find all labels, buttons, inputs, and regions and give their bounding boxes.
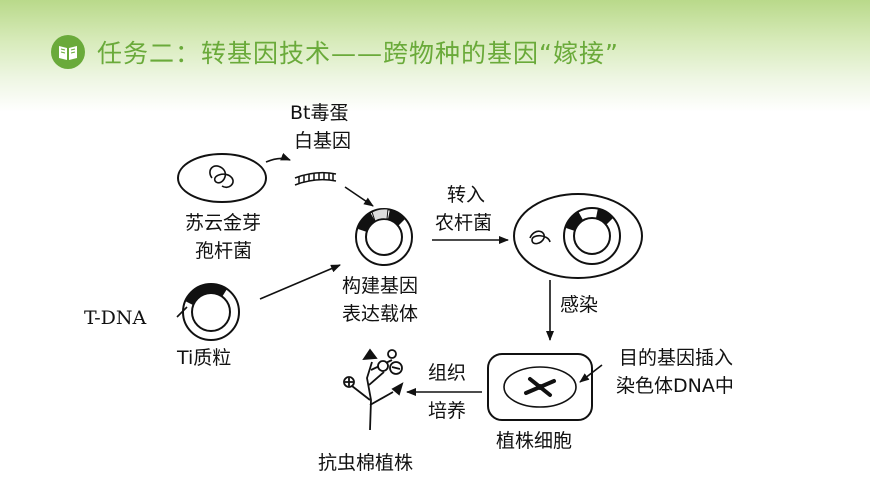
arrow-insertion-pointer [579, 364, 603, 383]
label-bacillus-2: 孢杆菌 [195, 240, 253, 262]
plant-cell-icon [487, 353, 593, 421]
label-tissue-culture-1: 组织 [428, 362, 467, 384]
label-bt-gene-1: Bt毒蛋 [290, 102, 349, 124]
ti-plasmid-icon [182, 283, 240, 341]
label-build-vector-1: 构建基因 [342, 275, 419, 297]
bt-gene-fragment-icon [294, 171, 337, 186]
label-gene-insert-2: 染色体DNA中 [616, 375, 734, 397]
arrow-gene-to-vector [344, 186, 374, 207]
label-transfer-2: 农杆菌 [435, 212, 493, 234]
label-gene-insert-1: 目的基因插入 [619, 347, 734, 369]
label-bacillus-1: 苏云金芽 [185, 212, 262, 234]
bacillus-cell-icon [177, 153, 267, 203]
t-dna-pointer-line [176, 306, 188, 318]
label-ti-plasmid: Ti质粒 [177, 347, 232, 369]
cotton-plant-icon [343, 348, 404, 431]
label-tissue-culture-2: 培养 [428, 400, 467, 422]
label-build-vector-2: 表达载体 [342, 303, 419, 325]
label-infect: 感染 [560, 294, 599, 316]
expression-vector-icon [355, 208, 413, 266]
label-plant-cell: 植株细胞 [496, 430, 573, 452]
label-t-dna: T-DNA [84, 307, 147, 329]
label-result-plant: 抗虫棉植株 [318, 452, 414, 474]
label-bt-gene-2: 白基因 [294, 130, 352, 152]
arrow-plasmid-to-vector [259, 264, 341, 300]
label-transfer-1: 转入 [447, 184, 486, 206]
agrobacterium-cell-icon [513, 193, 643, 279]
open-book-icon [51, 35, 85, 69]
page-title: 任务二：转基因技术——跨物种的基因“嫁接” [97, 39, 619, 68]
arrow-gene-extract [265, 152, 291, 163]
header-band [0, 0, 870, 112]
